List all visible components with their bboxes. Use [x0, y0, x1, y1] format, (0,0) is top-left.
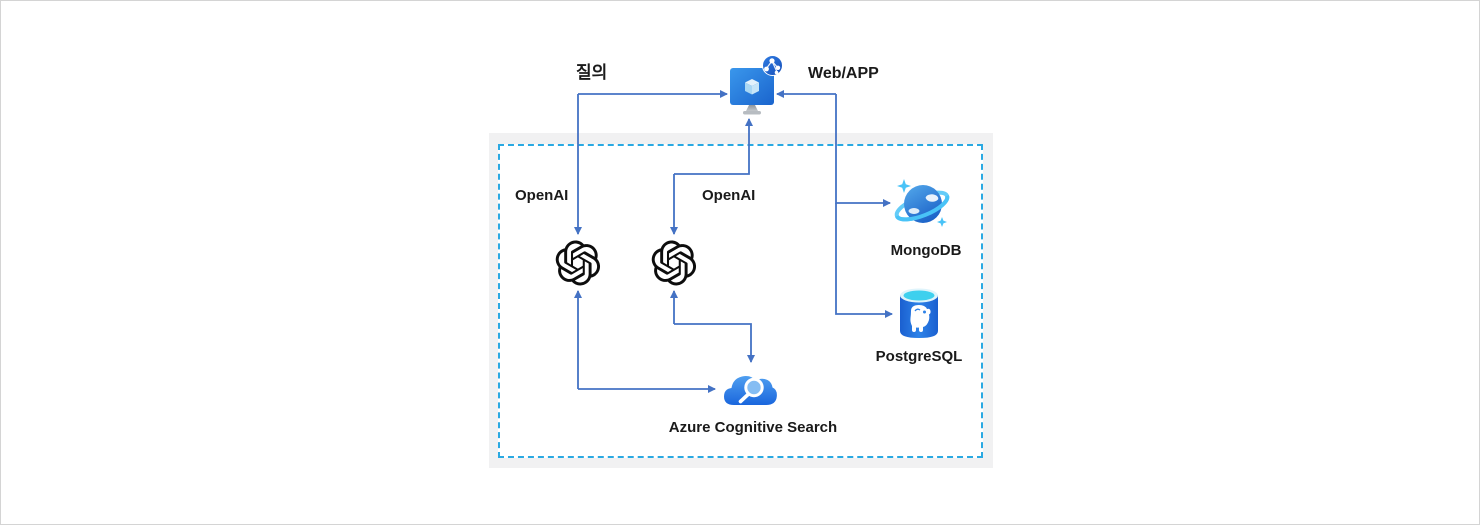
openai-center-label: OpenAI: [702, 187, 756, 204]
postgresql-label: PostgreSQL: [875, 348, 963, 365]
openai-logo-icon: [555, 240, 601, 286]
sparkle-icon: [937, 217, 947, 227]
monitor-stand: [746, 105, 758, 111]
openai-left-label: OpenAI: [515, 187, 569, 204]
azure-cognitive-search-icon: [724, 376, 777, 405]
magnifier-lens: [744, 377, 764, 398]
query-label: 질의: [576, 63, 608, 82]
azure-cognitive-search-label: Azure Cognitive Search: [668, 419, 838, 436]
cylinder-top: [903, 290, 935, 301]
postgresql-cylinder-icon: [900, 288, 938, 338]
mongodb-label: MongoDB: [890, 242, 962, 259]
monitor-base: [743, 111, 761, 115]
magnifier-handle: [738, 392, 750, 404]
cube-glyph: [745, 79, 759, 95]
openai-logo-icon: [651, 240, 697, 286]
planet-cloud: [908, 208, 920, 214]
web-app-monitor-icon: [730, 55, 783, 115]
web-app-label: Web/APP: [808, 65, 879, 82]
planet-cloud: [925, 194, 939, 202]
sparkle-icon: [897, 179, 911, 193]
mongodb-planet-icon: [894, 179, 950, 227]
globe-badge-icon: [762, 55, 783, 76]
postgresql-elephant-glyph: [910, 305, 931, 332]
planet-ring-front: [895, 195, 950, 222]
